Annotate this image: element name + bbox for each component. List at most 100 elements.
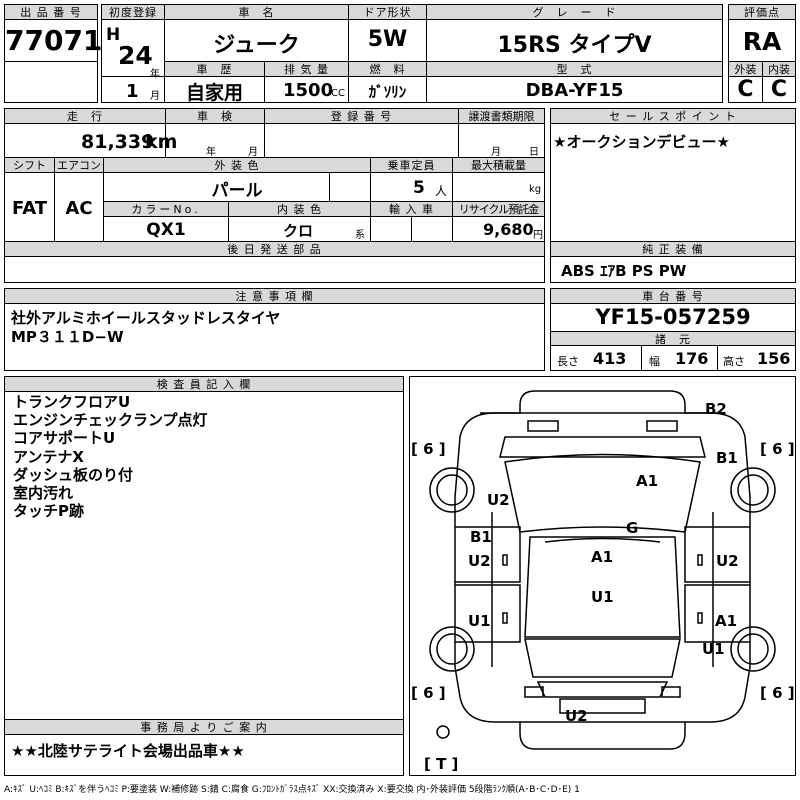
color-label: 外 装 色 <box>104 158 370 173</box>
inspection-label: 車 検 <box>166 109 264 124</box>
lot-number-box: 出 品 番 号 77071 <box>4 4 102 62</box>
displacement-unit: CC <box>331 88 345 99</box>
inspector-label: 検 査 員 記 入 欄 <box>5 377 403 392</box>
sales-point-value: ★オークションデビュー★ <box>553 133 730 151</box>
transfer-month-unit: 月 <box>491 147 501 158</box>
displacement-label: 排 気 量 <box>265 62 348 77</box>
history-box: 車 歴 自家用 <box>164 61 265 104</box>
car-name-box: 車 名 ジューク <box>164 4 349 62</box>
damage-mark: U2 <box>468 552 491 570</box>
interior-color-value: クロ <box>283 222 314 240</box>
colorno-label: カラーNo. <box>104 202 228 217</box>
damage-mark: A1 <box>591 548 614 566</box>
eval-value: RA <box>742 27 782 56</box>
damage-diagram-box: [ 6 ] [ 6 ] [ 6 ] [ 6 ] [ T ] B2 B1 A1 U… <box>409 376 796 776</box>
length-value: 413 <box>593 349 627 368</box>
shift-label: シフト <box>5 158 54 173</box>
legend-text: A:ｷｽﾞ U:ﾍｺﾐ B:ｷｽﾞを伴うﾍｺﾐ P:要塗装 W:補修跡 S:錆 … <box>4 785 580 795</box>
shift-value: FAT <box>11 198 48 219</box>
model-value: DBA-YF15 <box>525 80 624 101</box>
first-registration-box: 初度登録 H 24 年 1 月 <box>101 4 165 103</box>
inspection-box: 車 検 年 月 <box>165 108 265 158</box>
colorno-value: QX1 <box>146 220 186 240</box>
transfer-day-unit: 日 <box>529 147 539 158</box>
era-mark: H <box>106 25 121 45</box>
car-name-label: 車 名 <box>165 5 348 20</box>
displacement-value: 1500 <box>283 80 334 101</box>
car-diagram <box>429 390 776 750</box>
month-unit: 月 <box>150 91 160 102</box>
damage-mark: U1 <box>591 588 614 606</box>
dims-label: 諸 元 <box>551 331 795 346</box>
damage-mark: U2 <box>716 552 739 570</box>
maxload-box: 最大積載量 kg <box>452 157 545 202</box>
caution-line-1: 社外アルミホイールスタッドレスタイヤ <box>11 309 281 327</box>
mileage-value: 81,339 <box>81 131 155 153</box>
height-label: 高さ <box>723 355 745 368</box>
damage-mark: B1 <box>716 449 738 467</box>
caution-label: 注 意 事 項 欄 <box>5 289 544 304</box>
aircon-label: エアコン <box>55 158 103 173</box>
transfer-box: 譲渡書類期限 月 日 <box>458 108 545 158</box>
office-value: ★★北陸サテライト会場出品車★★ <box>11 742 245 760</box>
recycle-value: 9,680 <box>483 220 534 239</box>
color-value: パール <box>211 181 263 201</box>
exterior-value: C <box>737 77 754 102</box>
tire-front-right: [ 6 ] <box>760 440 795 458</box>
fuel-label: 燃 料 <box>349 62 426 77</box>
maxload-unit: kg <box>529 184 542 195</box>
door-value: 5W <box>367 27 408 52</box>
door-box: ドア形状 5W <box>348 4 427 62</box>
history-value: 自家用 <box>185 82 243 104</box>
equipment-label: 純 正 装 備 <box>551 242 795 257</box>
caution-box: 注 意 事 項 欄 社外アルミホイールスタッドレスタイヤ MP３１１D−W <box>4 288 545 371</box>
damage-mark: A1 <box>636 472 659 490</box>
inspector-note: 室内汚れ <box>13 484 74 503</box>
office-box: 事 務 局 よ り ご 案 内 ★★北陸サテライト会場出品車★★ <box>4 719 404 776</box>
recycle-box: リサイクル預託金 9,680 円 <box>452 201 545 242</box>
mileage-label: 走 行 <box>5 109 165 124</box>
spare-tire: [ T ] <box>424 755 459 773</box>
eval-box: 評価点 RA <box>728 4 796 62</box>
history-label: 車 歴 <box>165 62 264 77</box>
fuel-value: ｶﾞｿﾘﾝ <box>368 83 407 101</box>
import-box: 輸 入 車 <box>370 201 453 242</box>
color-divider <box>329 173 330 201</box>
eval-label: 評価点 <box>729 5 795 20</box>
sales-point-box: セ ー ル ス ポ イ ン ト ★オークションデビュー★ <box>550 108 796 242</box>
office-label: 事 務 局 よ り ご 案 内 <box>5 720 403 735</box>
equipment-box: 純 正 装 備 ABS ｴｱB PS PW <box>550 241 796 283</box>
grade-label: グ レ ー ド <box>427 5 722 20</box>
inspector-note: タッチP跡 <box>13 502 84 521</box>
maxload-label: 最大積載量 <box>453 158 544 173</box>
year-unit: 年 <box>150 69 160 80</box>
aircon-value: AC <box>65 198 93 219</box>
inspector-note: アンテナX <box>13 447 84 466</box>
mileage-box: 走 行 81,339 km <box>4 108 177 158</box>
shift-box: シフト FAT <box>4 157 55 242</box>
grade-box: グ レ ー ド 15RS タイプV <box>426 4 723 62</box>
tire-rear-left: [ 6 ] <box>411 684 446 702</box>
damage-mark: U2 <box>487 491 510 509</box>
damage-mark: U1 <box>468 612 491 630</box>
width-label: 幅 <box>649 355 660 368</box>
height-value: 156 <box>757 349 791 368</box>
damage-mark: U1 <box>702 640 725 658</box>
later-parts-box: 後 日 発 送 部 品 <box>4 241 545 283</box>
equipment-value: ABS ｴｱB PS PW <box>561 262 687 280</box>
damage-mark: B2 <box>705 400 727 418</box>
import-divider <box>411 217 412 241</box>
transfer-label: 譲渡書類期限 <box>459 109 544 124</box>
damage-mark: A1 <box>715 612 738 630</box>
inspector-notes: トランクフロアU エンジンチェックランプ点灯 コアサポートU アンテナX ダッシ… <box>13 393 208 520</box>
inspector-note: トランクフロアU <box>13 393 131 411</box>
registration-box: 登 録 番 号 <box>264 108 459 158</box>
chassis-value: YF15-057259 <box>595 305 751 329</box>
displacement-box: 排 気 量 1500 CC <box>264 61 349 103</box>
registration-label: 登 録 番 号 <box>265 109 458 124</box>
lot-number-label: 出 品 番 号 <box>5 5 97 20</box>
exterior-label: 外装 <box>729 62 762 77</box>
inspection-year-unit: 年 <box>206 147 216 158</box>
capacity-unit: 人 <box>435 184 448 198</box>
colorno-box: カラーNo. QX1 <box>103 201 229 242</box>
